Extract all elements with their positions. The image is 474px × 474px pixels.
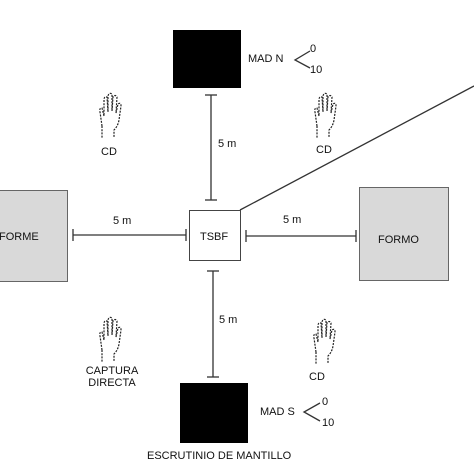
left-box-label: FORME [0, 231, 39, 243]
hand-icon [99, 92, 122, 139]
hand-label-top-left: CD [101, 146, 117, 158]
mad-n-bracket [293, 50, 311, 69]
bottom-caption: ESCRUTINIO DE MANTILLO [147, 450, 292, 462]
hand-label-bottom-left-2: DIRECTA [88, 377, 136, 389]
mad-s-bracket [302, 402, 321, 422]
mad-s-value-lower: 10 [322, 417, 335, 429]
hand-icon [314, 92, 337, 139]
hand-label-bottom-left-1: CAPTURA [85, 365, 139, 377]
center-box: TSBF [189, 210, 241, 261]
hand-label-bottom-right: CD [309, 371, 325, 383]
right-box-label: FORMO [378, 234, 419, 246]
mad-s-value-upper: 0 [322, 396, 329, 408]
distance-left: 5 m [113, 215, 132, 227]
bottom-sample-box [180, 383, 248, 443]
hand-icon [313, 318, 336, 365]
left-box: FORME [0, 190, 68, 282]
line-diagonal [239, 85, 474, 211]
mad-n-label: MAD N [248, 53, 284, 65]
center-box-label: TSBF [200, 231, 229, 243]
distance-top: 5 m [218, 138, 237, 150]
mad-n-value-lower: 10 [310, 64, 323, 76]
hand-label-top-right: CD [316, 144, 332, 156]
distance-right: 5 m [283, 214, 302, 226]
mad-n-value-upper: 0 [310, 43, 317, 55]
mad-s-label: MAD S [260, 406, 295, 418]
top-sample-box [173, 30, 241, 88]
right-box: FORMO [359, 187, 449, 281]
hand-icon [99, 316, 122, 363]
distance-bottom: 5 m [219, 314, 238, 326]
